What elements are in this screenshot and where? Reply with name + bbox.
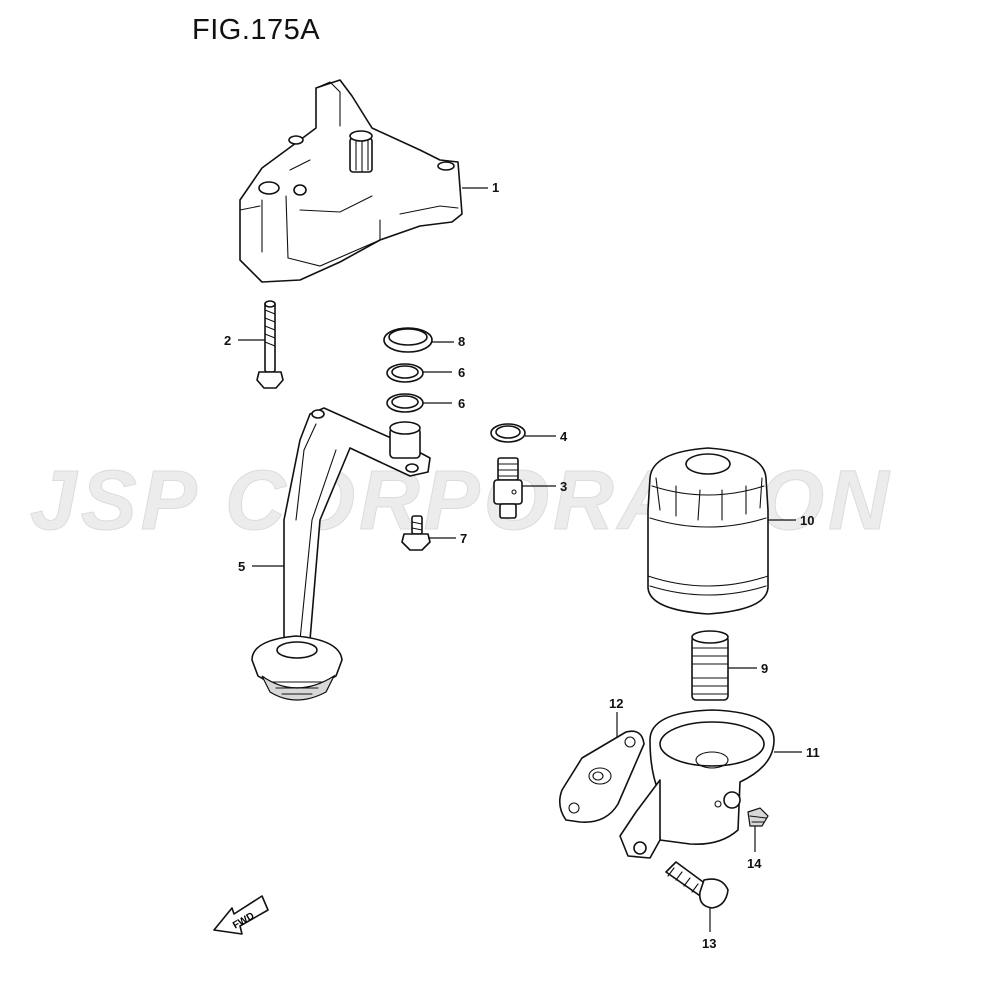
part-oring-8[interactable]: [383, 327, 433, 353]
part-gasket-4[interactable]: [490, 423, 526, 443]
callout-8: 8: [458, 334, 465, 349]
fwd-arrow-icon: FWD: [213, 895, 269, 935]
callout-4: 4: [560, 429, 568, 444]
part-oring-6b[interactable]: [386, 393, 424, 413]
callout-6a: 6: [458, 365, 465, 380]
part-plug-14[interactable]: [747, 807, 769, 827]
part-oil-filter[interactable]: [647, 447, 769, 615]
callout-11: 11: [806, 745, 820, 760]
part-bolt-13[interactable]: [665, 861, 729, 909]
part-bolt-7[interactable]: [401, 515, 431, 551]
callouts: 1 2 8 6 6 4 3 7 5 10 9 12 11 14 13: [224, 180, 820, 951]
figure-title: FIG.175A: [192, 14, 321, 46]
callout-6b: 6: [458, 396, 465, 411]
callout-2: 2: [224, 333, 231, 348]
part-oil-pump[interactable]: [239, 79, 463, 283]
part-bolt-long[interactable]: [256, 300, 284, 389]
callout-13: 13: [702, 936, 716, 951]
part-filter-stand[interactable]: [619, 709, 775, 859]
callout-1: 1: [492, 180, 499, 195]
part-union-9[interactable]: [691, 630, 729, 701]
part-fitting-3[interactable]: [493, 457, 523, 519]
leader-lines: [238, 187, 802, 932]
callout-5: 5: [238, 559, 245, 574]
callout-10: 10: [800, 513, 814, 528]
callout-12: 12: [609, 696, 623, 711]
callout-14: 14: [747, 856, 762, 871]
part-gasket-12[interactable]: [558, 730, 645, 823]
part-oil-strainer[interactable]: [251, 407, 431, 701]
callout-3: 3: [560, 479, 567, 494]
callout-7: 7: [460, 531, 467, 546]
part-oring-6a[interactable]: [386, 363, 424, 383]
callout-9: 9: [761, 661, 768, 676]
